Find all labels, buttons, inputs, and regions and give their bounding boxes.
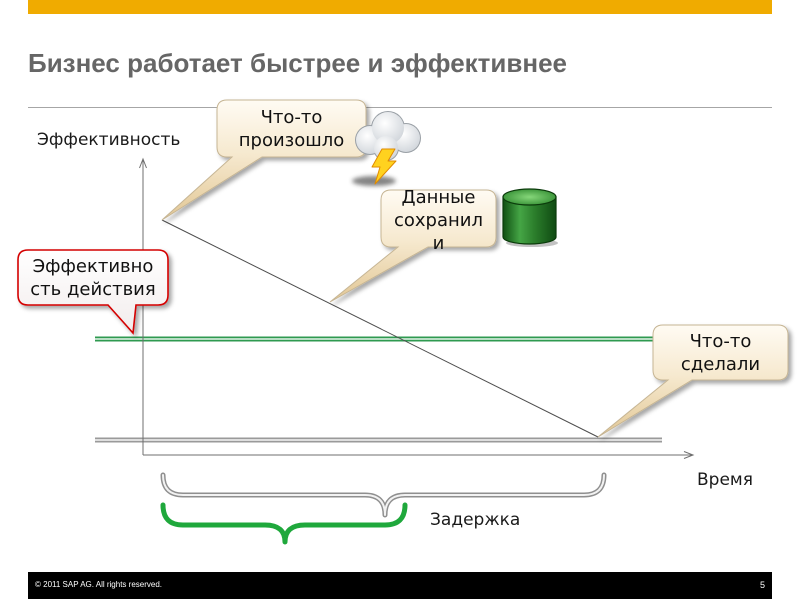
callout-action-taken-line: сделали: [680, 354, 761, 375]
total-delay-brace-inner: [162, 474, 605, 516]
y-axis-label: Эффективность: [37, 130, 181, 150]
delay-label: Задержка: [430, 510, 521, 530]
callout-data-saved-line: сохранил: [394, 210, 483, 231]
database-icon: [502, 188, 558, 247]
callout-action-taken-text: Что-то сделали: [653, 330, 788, 376]
callout-action-efficiency: [17, 249, 169, 335]
callout-action-efficiency-shape: [17, 249, 169, 335]
total-delay-brace: [160, 472, 607, 518]
reduced-delay-brace: [160, 502, 408, 545]
copyright-notice: © 2011 SAP AG. All rights reserved.: [35, 580, 162, 589]
callout-action-efficiency-line: Эффективно: [32, 256, 154, 277]
callout-action-efficiency-line: сть действия: [30, 279, 156, 300]
callout-data-saved: [329, 189, 497, 303]
cloud-shadow: [352, 176, 396, 186]
callout-data-saved-text: Данные сохранил и: [381, 186, 496, 255]
y-axis: [139, 157, 147, 455]
callout-data-saved-shape: [329, 189, 497, 303]
efficiency-trend-line: [161, 219, 599, 438]
callout-event-shape: [161, 99, 367, 221]
callout-action-taken-line: Что-то: [689, 331, 752, 352]
callout-event-text: Что-то произошло: [217, 106, 366, 152]
slide-footer: © 2011 SAP AG. All rights reserved. 5: [28, 572, 772, 599]
title-divider: [28, 107, 772, 108]
x-axis: [143, 451, 695, 459]
callout-event: [161, 99, 367, 221]
lightning-icon: [371, 148, 397, 185]
slide-title: Бизнес работает быстрее и эффективнее: [28, 48, 568, 78]
database-body: [502, 196, 557, 245]
callout-action-taken-shape: [597, 324, 789, 438]
callout-action-efficiency-text: Эффективно сть действия: [18, 255, 168, 301]
callout-data-saved-line: Данные: [401, 187, 476, 208]
callout-event-line: произошло: [238, 130, 345, 151]
x-axis-arrow-icon: [683, 451, 695, 459]
brand-bar: [28, 0, 772, 14]
cloud-puff: [372, 112, 404, 144]
y-axis-arrow-icon: [139, 157, 147, 169]
callout-event-line: Что-то: [260, 107, 323, 128]
database-top: [502, 188, 557, 206]
page-number: 5: [759, 580, 765, 590]
callout-data-saved-line: и: [432, 233, 445, 254]
x-axis-label: Время: [697, 470, 753, 490]
storm-cloud-icon: [352, 111, 421, 186]
callout-action-taken: [597, 324, 789, 438]
